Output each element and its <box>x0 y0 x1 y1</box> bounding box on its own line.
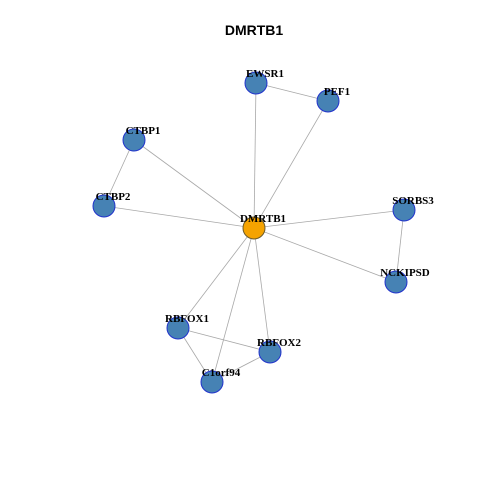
node-sorbs3 <box>392 198 416 222</box>
edge-dmrtb1-nckipsd <box>253 227 397 283</box>
edge-dmrtb1-pef1 <box>253 100 329 229</box>
edge-ewsr1-pef1 <box>255 82 329 102</box>
node-ctbp2 <box>92 194 116 218</box>
node-label-ctbp2: CTBP2 <box>96 191 131 203</box>
edge-sorbs3-nckipsd <box>395 209 405 283</box>
node-label-nckipsd: NCKIPSD <box>380 267 430 279</box>
node-label-ctbp1: CTBP1 <box>126 125 161 137</box>
node-label-dmrtb1: DMRTB1 <box>240 213 286 225</box>
node-layer <box>92 71 416 394</box>
node-label-rbfox1: RBFOX1 <box>165 313 209 325</box>
node-pef1 <box>316 89 340 113</box>
node-label-c1orf94: C1orf94 <box>202 367 241 379</box>
edge-rbfox1-rbfox2 <box>177 327 271 353</box>
node-dmrtb1 <box>242 216 266 240</box>
node-ctbp1 <box>122 128 146 152</box>
edge-dmrtb1-rbfox1 <box>177 227 255 329</box>
edge-dmrtb1-ctbp2 <box>103 205 255 229</box>
node-label-rbfox2: RBFOX2 <box>257 337 302 349</box>
node-rbfox2 <box>258 340 282 364</box>
node-nckipsd <box>384 270 408 294</box>
edge-dmrtb1-ctbp1 <box>133 139 255 229</box>
edge-dmrtb1-sorbs3 <box>253 209 405 229</box>
node-label-pef1: PEF1 <box>324 86 350 98</box>
edge-dmrtb1-rbfox2 <box>253 227 271 353</box>
node-label-sorbs3: SORBS3 <box>392 195 434 207</box>
diagram-title: DMRTB1 <box>225 22 284 38</box>
node-ewsr1 <box>244 71 268 95</box>
node-rbfox1 <box>166 316 190 340</box>
node-label-ewsr1: EWSR1 <box>246 68 284 80</box>
edge-dmrtb1-ewsr1 <box>253 82 257 229</box>
edge-dmrtb1-c1orf94 <box>211 227 255 383</box>
edge-ctbp1-ctbp2 <box>103 139 135 207</box>
node-c1orf94 <box>200 370 224 394</box>
